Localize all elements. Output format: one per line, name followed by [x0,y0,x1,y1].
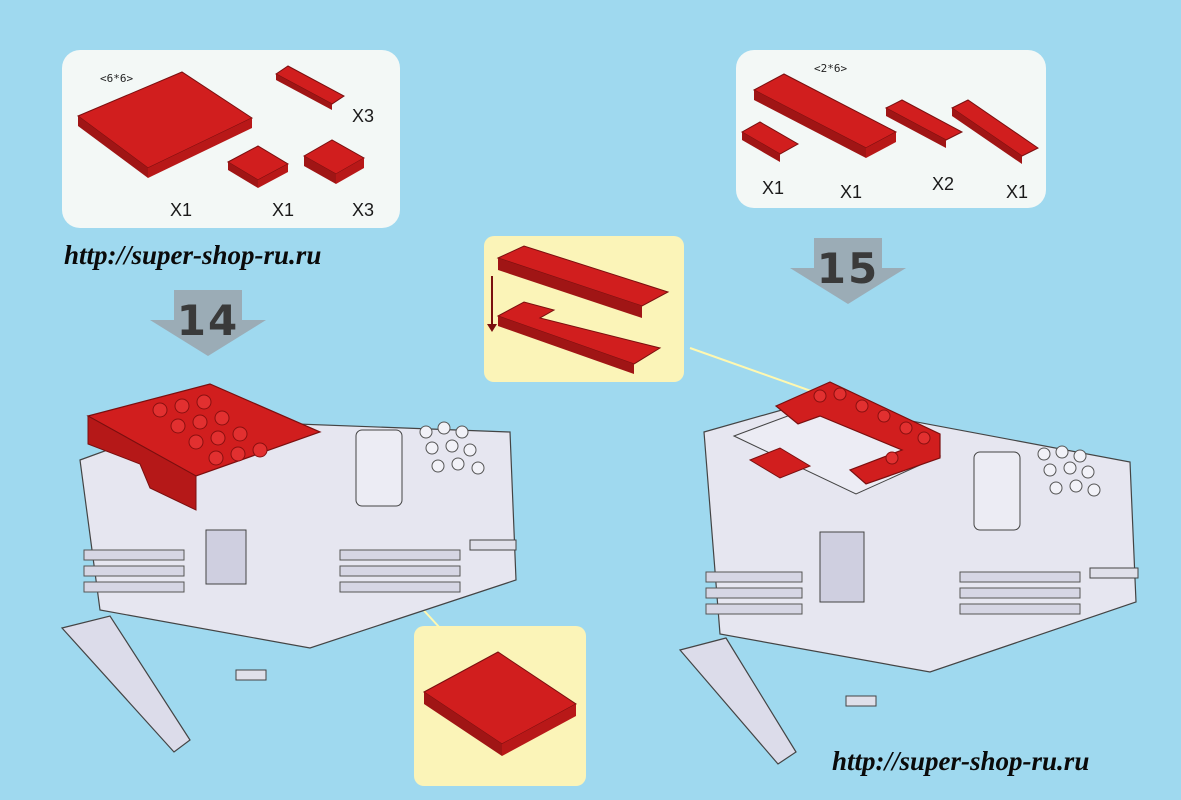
plate-callout [414,626,586,786]
step-number: 14 [176,296,240,345]
part-size-label: <2*6> [814,62,848,75]
part-quantity: X1 [1006,182,1029,202]
part-quantity: X1 [170,200,193,220]
step-14-model [60,383,517,753]
part-quantity: X1 [762,178,785,198]
step-arrow-icon [790,238,906,304]
step-15-model [678,381,1139,765]
watermark-url-bottom: http://super-shop-ru.ru [832,746,1090,776]
subassembly-callout [484,236,684,382]
part-quantity: X3 [352,106,375,126]
parts-illustration-14 [77,65,366,188]
part-quantity: X2 [932,174,955,194]
step-14-badge: 14 [150,290,266,360]
part-quantity: X3 [352,200,375,220]
step-15-badge: 15 [790,238,906,308]
step-arrow-icon [150,290,266,356]
step-number: 15 [816,244,880,293]
part-quantity: X1 [840,182,863,202]
part-size-label: <6*6> [100,72,134,85]
subassembly-illustration [487,245,670,374]
part-quantity: X1 [272,200,295,220]
watermark-url-top: http://super-shop-ru.ru [64,240,322,270]
parts-panel-step-15: <2*6> X1 X1 X2 X1 [736,50,1046,208]
plate-illustration [423,651,577,756]
parts-illustration-15 [740,73,1039,164]
parts-panel-step-14: <6*6> X1 X1 X3 X3 [62,50,400,228]
